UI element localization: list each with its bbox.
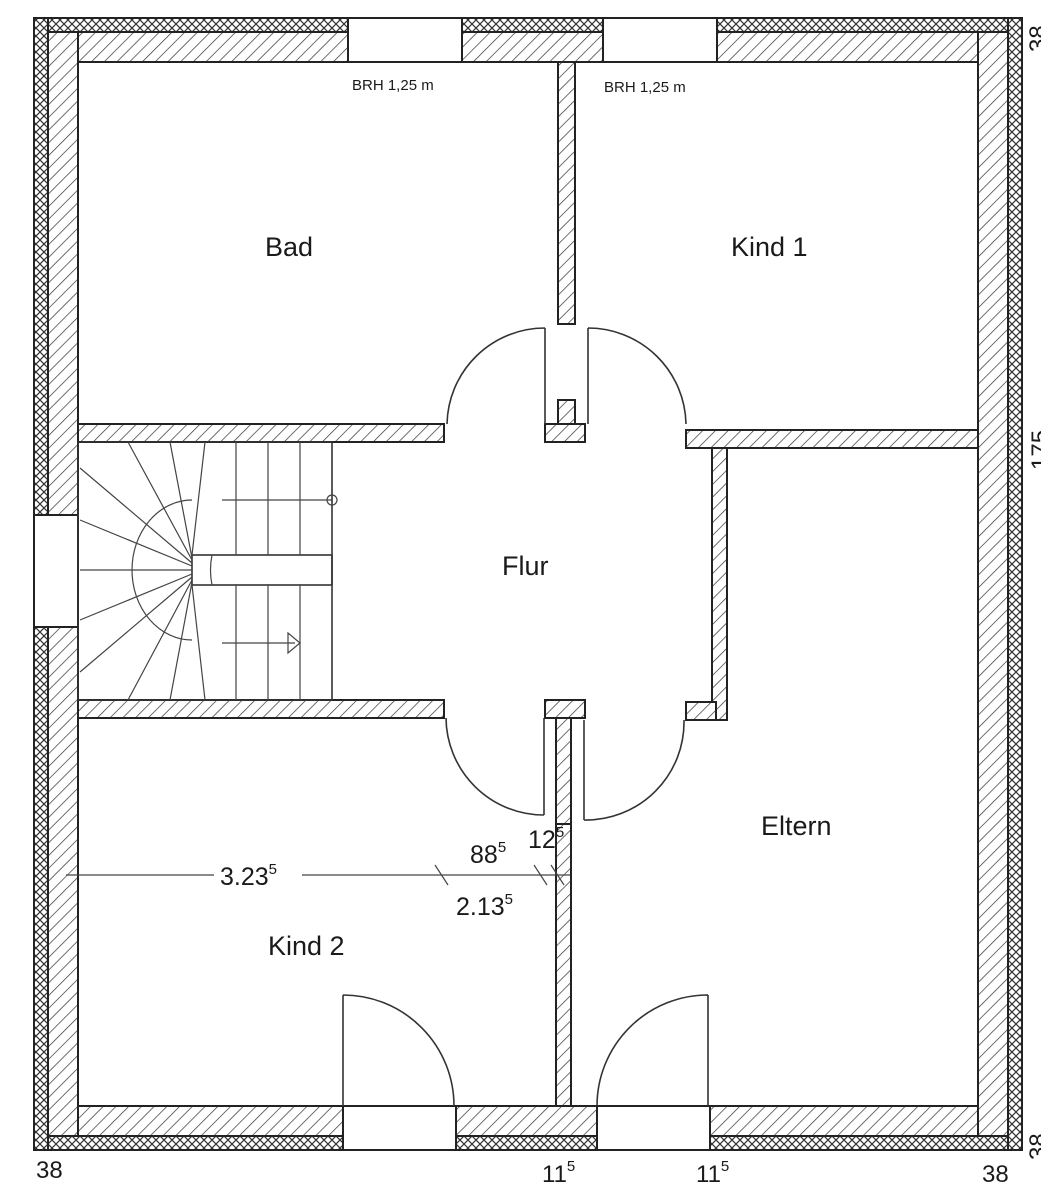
edge-label-right-mid: 175	[1027, 430, 1041, 470]
dimension-88: 885	[470, 839, 506, 869]
room-label-eltern: Eltern	[761, 811, 832, 841]
interior-walls	[77, 61, 979, 1107]
edge-label-bottom-mid1: 115	[542, 1158, 575, 1188]
window-stair	[33, 514, 79, 628]
room-label-kind2: Kind 2	[268, 931, 345, 961]
dimension-323: 3.235	[220, 861, 277, 891]
window-height-label-left: BRH 1,25 m	[352, 77, 434, 94]
edge-label-right-top: 38	[1025, 25, 1041, 52]
window-eltern	[596, 1105, 711, 1151]
stair-arrow-icon	[287, 631, 301, 655]
room-label-flur: Flur	[502, 551, 549, 581]
window-kind1	[602, 17, 718, 63]
door-kind2-flur	[445, 717, 545, 816]
window-height-label-right: BRH 1,25 m	[604, 79, 686, 96]
windows	[33, 17, 718, 1151]
dimension-213: 2.135	[456, 891, 513, 921]
edge-label-bottom-right: 38	[982, 1161, 1009, 1188]
room-label-kind1: Kind 1	[731, 232, 808, 262]
door-bad	[446, 327, 546, 425]
window-kind2	[342, 1105, 457, 1151]
dimension-12: 125	[528, 824, 564, 854]
outer-insulation	[33, 17, 1023, 1151]
edge-label-bottom-left: 38	[36, 1157, 63, 1184]
dimension-line	[66, 864, 570, 886]
outer-walls	[47, 31, 1009, 1137]
door-kind2-bottom	[342, 994, 455, 1107]
door-eltern-flur	[583, 719, 685, 821]
edge-label-right-bottom: 38	[1025, 1133, 1041, 1160]
staircase	[77, 441, 338, 701]
door-kind1	[587, 327, 687, 425]
window-bad	[347, 17, 463, 63]
edge-label-bottom-mid2: 115	[696, 1158, 729, 1188]
door-eltern-bottom	[596, 994, 709, 1107]
room-label-bad: Bad	[265, 232, 313, 262]
doors	[342, 327, 709, 1107]
